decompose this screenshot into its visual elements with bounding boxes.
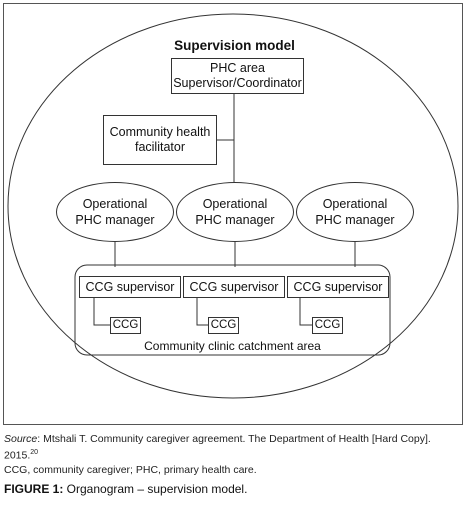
ccg-supervisor-box-3: CCG supervisor: [287, 276, 389, 298]
manager-1-line1: Operational: [82, 197, 148, 211]
manager-1-line2: PHC manager: [75, 213, 155, 227]
facilitator-line2: facilitator: [134, 140, 186, 154]
phc-area-box: PHC area Supervisor/Coordinator: [171, 58, 304, 94]
facilitator-box: Community health facilitator: [103, 115, 217, 165]
source-label: Source: [4, 433, 38, 445]
catchment-area-label: Community clinic catchment area: [144, 339, 321, 353]
ccg-box-1: CCG: [110, 317, 141, 334]
manager-2-line1: Operational: [202, 197, 268, 211]
facilitator-line1: Community health: [109, 125, 211, 139]
manager-oval-1: Operational PHC manager: [56, 182, 174, 242]
manager-3-line2: PHC manager: [315, 213, 395, 227]
figure-title: Organogram – supervision model.: [63, 482, 248, 496]
source-text: : Mtshali T. Community caregiver agreeme…: [4, 433, 431, 462]
supervision-boundary-ellipse: [7, 13, 459, 399]
phc-area-line2: Supervisor/Coordinator: [173, 76, 302, 90]
diagram-lines: [7, 13, 459, 399]
ccg-supervisor-box-2: CCG supervisor: [183, 276, 285, 298]
manager-oval-3: Operational PHC manager: [296, 182, 414, 242]
phc-area-line1: PHC area: [210, 61, 265, 75]
ccg-supervisor-box-1: CCG supervisor: [79, 276, 181, 298]
ccg-box-2: CCG: [208, 317, 239, 334]
figure-frame: [3, 3, 463, 425]
source-caption: Source: Mtshali T. Community caregiver a…: [4, 432, 464, 463]
abbreviations-caption: CCG, community caregiver; PHC, primary h…: [4, 464, 257, 476]
figure-label: FIGURE 1:: [4, 482, 64, 496]
figure-caption: FIGURE 1: Organogram – supervision model…: [4, 482, 247, 496]
source-ref: 20: [30, 449, 39, 456]
manager-3-line1: Operational: [322, 197, 388, 211]
manager-2-line2: PHC manager: [195, 213, 275, 227]
ccg-box-3: CCG: [312, 317, 343, 334]
manager-oval-2: Operational PHC manager: [176, 182, 294, 242]
diagram-title: Supervision model: [174, 38, 295, 53]
catchment-area-box: [74, 264, 391, 356]
